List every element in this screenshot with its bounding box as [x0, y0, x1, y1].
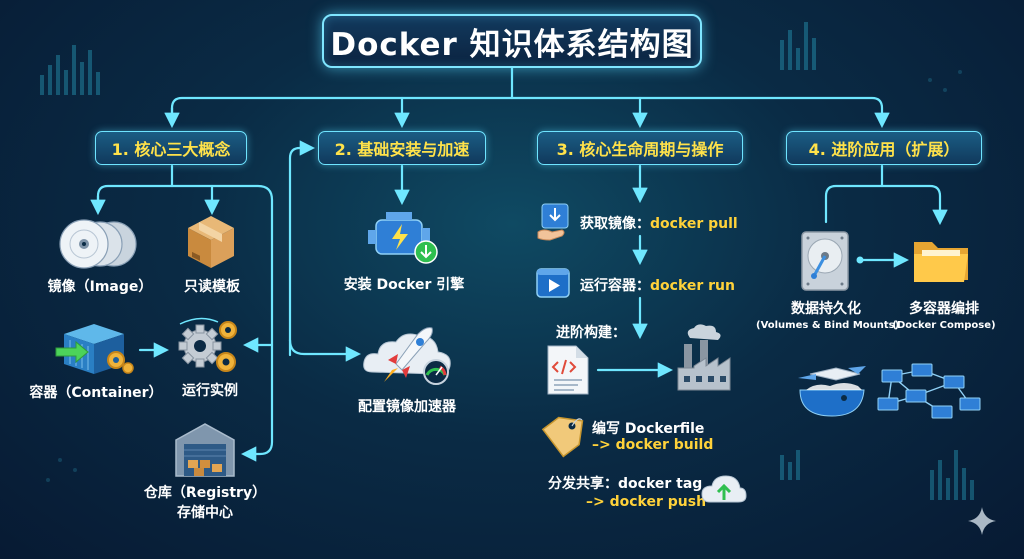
share-step: 分发共享：docker tag	[548, 473, 702, 493]
diagram-title: Docker 知识体系结构图	[322, 14, 702, 68]
docker-whale-icon	[798, 366, 866, 417]
section-install-acceleration: 2. 基础安装与加速	[318, 131, 486, 165]
folder-icon	[914, 242, 968, 282]
concept-image-label: 镜像（Image）	[47, 279, 153, 295]
docker-engine-icon	[368, 212, 438, 264]
advanced-build-label: 进阶构建：	[556, 325, 626, 341]
warehouse-icon	[175, 423, 235, 477]
install-engine-label: 安装 Docker 引擎	[343, 277, 465, 293]
concept-registry-label: 仓库（Registry）	[143, 485, 267, 501]
cloud-upload-icon	[701, 475, 747, 503]
data-persistence-subtitle: (Volumes & Bind Mounts)	[756, 320, 900, 331]
share-label: 分发共享：	[548, 476, 618, 492]
run-label: 运行容器：	[580, 278, 650, 294]
section-advanced-applications: 4. 进阶应用（扩展）	[786, 131, 982, 165]
run-container-icon	[536, 268, 570, 298]
run-step: 运行容器：docker run	[580, 275, 735, 295]
data-persistence-label: 数据持久化	[791, 301, 861, 317]
cardboard-box-icon	[188, 216, 234, 268]
run-command: docker run	[650, 278, 735, 294]
mirror-accelerator-label: 配置镜像加速器	[358, 399, 456, 415]
write-dockerfile-label: 编写 Dockerfile	[592, 421, 705, 437]
pull-command: docker pull	[650, 216, 738, 232]
container-icon	[55, 324, 134, 374]
tag-icon	[541, 416, 584, 458]
sparkle-icon	[968, 507, 996, 535]
pull-step: 获取镜像：docker pull	[580, 213, 738, 233]
download-image-icon	[537, 203, 569, 241]
push-command: –> docker push	[586, 494, 707, 510]
concept-container-label: 容器（Container）	[29, 385, 163, 401]
hard-drive-icon	[801, 231, 849, 291]
tag-command: docker tag	[618, 476, 703, 492]
running-instance-label: 运行实例	[182, 383, 238, 399]
section-lifecycle-operations: 3. 核心生命周期与操作	[537, 131, 743, 165]
code-file-icon	[547, 345, 589, 395]
orchestration-subtitle: (Docker Compose)	[892, 320, 996, 331]
gears-icon	[178, 317, 237, 372]
readonly-template-label: 只读模板	[184, 279, 240, 295]
pull-label: 获取镜像：	[580, 216, 650, 232]
disc-stack-icon	[59, 219, 137, 269]
rocket-cloud-icon	[363, 327, 451, 385]
container-cluster-icon	[877, 363, 981, 419]
factory-icon	[677, 324, 731, 391]
build-command: –> docker build	[592, 437, 714, 453]
storage-center-label: 存储中心	[177, 505, 233, 521]
orchestration-label: 多容器编排	[909, 301, 979, 317]
section-core-concepts: 1. 核心三大概念	[95, 131, 247, 165]
